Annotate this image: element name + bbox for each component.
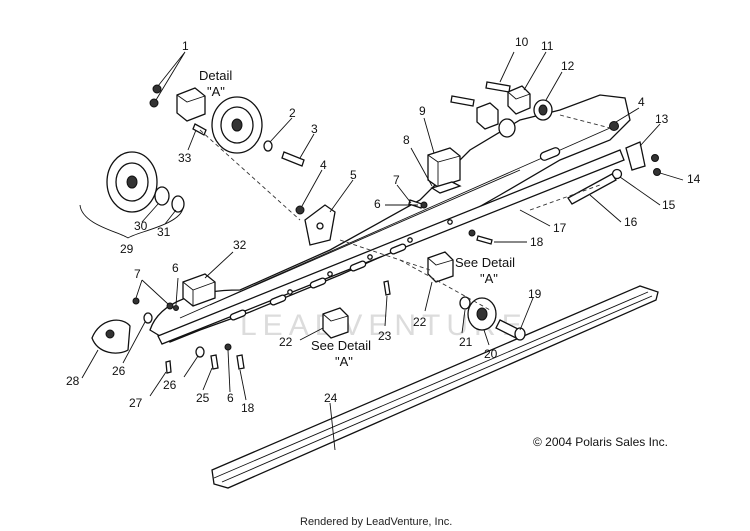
callout-6: 6 (374, 197, 381, 211)
spacer-part-8[interactable] (430, 181, 462, 194)
dash-line (399, 259, 491, 311)
callout-6: 6 (227, 391, 234, 405)
nut-part-4a[interactable] (295, 205, 305, 215)
dash-line (559, 114, 611, 129)
slide-rail-part-24[interactable] (211, 285, 659, 489)
callout-28: 28 (66, 374, 80, 388)
bushing-part-11[interactable] (507, 85, 531, 115)
see-detail-label-2-line1: See Detail (311, 338, 371, 353)
callout-21: 21 (459, 335, 473, 349)
callout-8: 8 (403, 133, 410, 147)
callout-20: 20 (484, 347, 498, 361)
callout-13: 13 (655, 112, 669, 126)
callout-14: 14 (687, 172, 701, 186)
washer-part-26b[interactable] (195, 346, 205, 358)
bearing-part-30[interactable] (154, 186, 170, 206)
callout-2: 2 (289, 106, 296, 120)
detail-a-label-line1: Detail (199, 68, 232, 83)
nut-part-4b[interactable] (609, 121, 619, 131)
bracket-part-5[interactable] (304, 204, 336, 246)
copyright-text: © 2004 Polaris Sales Inc. (533, 435, 668, 449)
axle-part-1[interactable] (149, 84, 162, 108)
bolt-part-25[interactable] (210, 354, 219, 370)
callout-5: 5 (350, 168, 357, 182)
callout-10: 10 (515, 35, 529, 49)
callout-31: 31 (157, 225, 171, 239)
screw-part-6-upper[interactable] (408, 199, 423, 209)
screw-part-18a[interactable] (468, 229, 493, 245)
callout-4: 4 (638, 95, 645, 109)
see-detail-label-2-line2: "A" (335, 354, 353, 369)
callout-27: 27 (129, 396, 143, 410)
wheel-part-20[interactable] (467, 297, 497, 331)
ring-part-31[interactable] (171, 195, 185, 213)
callout-32: 32 (233, 238, 247, 252)
spacer-round[interactable] (498, 118, 516, 138)
bushing-part-22b[interactable] (427, 251, 454, 283)
callout-4: 4 (320, 158, 327, 172)
wheel-part-detail-a[interactable] (211, 96, 263, 154)
screw-part-18b[interactable] (236, 354, 245, 370)
callout-22: 22 (413, 315, 427, 329)
dash-line (339, 239, 431, 271)
bolt-long-part-16[interactable] (567, 173, 617, 205)
callout-15: 15 (662, 198, 676, 212)
callouts: 1 2 3 4 4 5 6 6 6 7 7 8 9 10 11 12 13 14… (66, 35, 701, 415)
rail-assembly-part-17[interactable] (149, 94, 631, 345)
callout-30: 30 (134, 219, 148, 233)
bolt-part-19[interactable] (495, 319, 526, 341)
screw-part-23[interactable] (383, 280, 391, 296)
wheel-part-29[interactable] (106, 151, 158, 213)
nut-part-6b[interactable] (224, 343, 232, 351)
callout-18: 18 (530, 235, 544, 249)
callout-26: 26 (163, 378, 177, 392)
callout-1: 1 (182, 39, 189, 53)
nut-part-7-upper[interactable] (420, 201, 428, 209)
tip-part-28[interactable] (91, 319, 131, 354)
callout-9: 9 (419, 104, 426, 118)
dash-line (529, 184, 601, 211)
bolt-part-3[interactable] (281, 151, 305, 167)
callout-29: 29 (120, 242, 134, 256)
callout-3: 3 (311, 122, 318, 136)
callout-22: 22 (279, 335, 293, 349)
leader-lines (81, 51, 684, 451)
washer-part-2[interactable] (263, 140, 273, 152)
dash-line (199, 129, 301, 221)
washer-part-21[interactable] (459, 296, 471, 310)
callout-33: 33 (178, 151, 192, 165)
callout-7: 7 (134, 267, 141, 281)
see-detail-label-1-line2: "A" (480, 271, 498, 286)
see-detail-label-1-line1: See Detail (455, 255, 515, 270)
nut-part-6a[interactable] (173, 305, 179, 311)
screw-part-14[interactable] (651, 154, 661, 176)
plate-part-13[interactable] (625, 141, 646, 171)
callout-16: 16 (624, 215, 638, 229)
bolt-short[interactable] (450, 95, 475, 107)
block-part-9[interactable] (427, 147, 461, 188)
block-part-32[interactable] (182, 273, 216, 307)
callout-6: 6 (172, 261, 179, 275)
callout-11: 11 (541, 39, 554, 53)
bushing-part-12[interactable] (533, 99, 553, 121)
group-bracket-29 (79, 204, 184, 239)
bushing-lower[interactable] (476, 102, 499, 130)
bushing-detail-a[interactable] (176, 87, 206, 122)
callout-23: 23 (378, 329, 392, 343)
bolt-part-10[interactable] (485, 81, 511, 93)
callout-12: 12 (561, 59, 575, 73)
washer-part-26a[interactable] (143, 312, 153, 324)
callout-18: 18 (241, 401, 255, 415)
detail-a-label-line2: "A" (207, 84, 225, 99)
callout-17: 17 (553, 221, 567, 235)
callout-7: 7 (393, 173, 400, 187)
callout-19: 19 (528, 287, 542, 301)
callout-24: 24 (324, 391, 338, 405)
credit-text: Rendered by LeadVenture, Inc. (300, 516, 452, 528)
pin-part-27[interactable] (165, 360, 172, 374)
callout-26: 26 (112, 364, 126, 378)
bushing-part-22a[interactable] (322, 307, 349, 339)
callout-25: 25 (196, 391, 210, 405)
